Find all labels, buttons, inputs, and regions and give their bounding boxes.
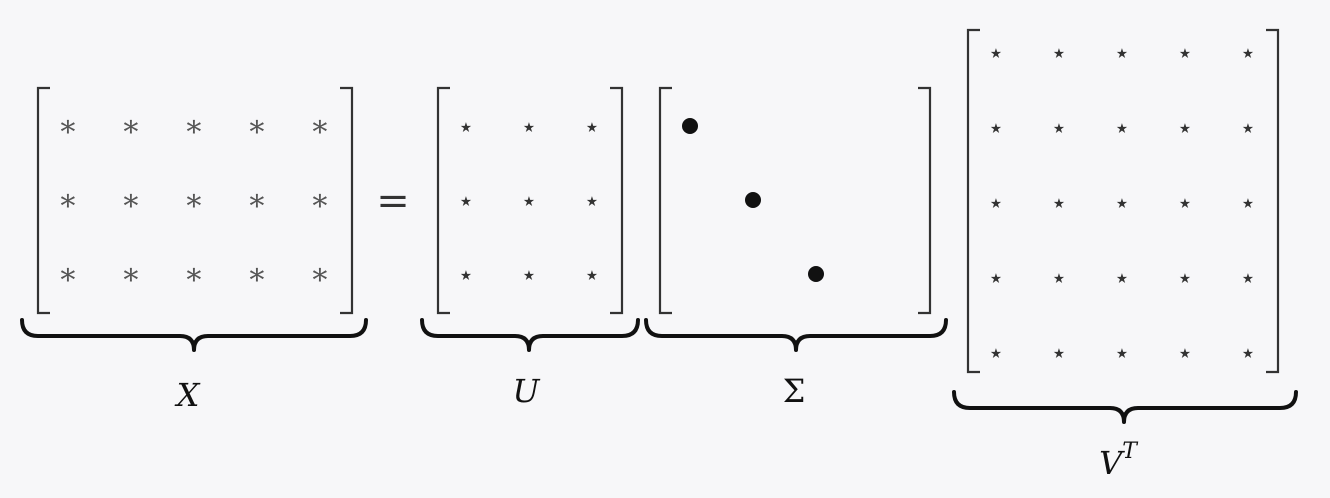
matrix-sigma-cells <box>682 118 824 282</box>
matrix-vt-cells: ⋆ ⋆ ⋆ ⋆ ⋆ ⋆ ⋆ ⋆ ⋆ ⋆ ⋆ ⋆ ⋆ ⋆ ⋆ ⋆ ⋆ ⋆ ⋆ ⋆ ⋆ ⋆ ⋆ ⋆ ⋆ <box>988 38 1257 369</box>
matrix-vt-cell-r0-c2: ⋆ <box>1114 38 1131 69</box>
matrix-sigma-dot-1 <box>745 192 761 208</box>
matrix-vt-label-sup: T <box>1122 439 1139 464</box>
matrix-vt-right-bracket <box>1266 28 1280 374</box>
matrix-u-cell-r2-c1: ⋆ <box>521 260 538 291</box>
matrix-vt-label: VT <box>1099 439 1139 482</box>
matrix-x-cell-r0-c4: ∗ <box>310 109 330 144</box>
matrix-u-cell-r1-c1: ⋆ <box>521 186 538 217</box>
matrix-u-cell-r2-c0: ⋆ <box>458 260 475 291</box>
matrix-vt-cell-r3-c0: ⋆ <box>988 263 1005 294</box>
matrix-u-cell-r1-c2: ⋆ <box>584 186 601 217</box>
matrix-x-label: X <box>174 376 201 414</box>
matrix-vt-cell-r3-c2: ⋆ <box>1114 263 1131 294</box>
matrix-vt-cell-r2-c4: ⋆ <box>1240 188 1257 219</box>
matrix-sigma-underbrace <box>644 318 948 352</box>
matrix-u-cell-r2-c2: ⋆ <box>584 260 601 291</box>
matrix-u-right-bracket <box>610 86 624 315</box>
matrix-x-left-bracket <box>36 86 50 315</box>
matrix-vt-cell-r0-c3: ⋆ <box>1177 38 1194 69</box>
matrix-vt-cell-r2-c0: ⋆ <box>988 188 1005 219</box>
matrix-x-cell-r2-c0: ∗ <box>58 257 78 292</box>
matrix-u-cell-r0-c2: ⋆ <box>584 112 601 143</box>
matrix-vt-cell-r0-c4: ⋆ <box>1240 38 1257 69</box>
matrix-sigma: Σ <box>644 86 948 410</box>
matrix-vt-cell-r1-c2: ⋆ <box>1114 113 1131 144</box>
matrix-u-cells: ⋆ ⋆ ⋆ ⋆ ⋆ ⋆ ⋆ ⋆ ⋆ <box>458 112 601 291</box>
matrix-vt-underbrace <box>952 390 1298 424</box>
matrix-x-cell-r2-c4: ∗ <box>310 257 330 292</box>
matrix-x-cell-r1-c1: ∗ <box>121 183 141 218</box>
matrix-vt-cell-r4-c4: ⋆ <box>1240 338 1257 369</box>
matrix-vt-cell-r2-c3: ⋆ <box>1177 188 1194 219</box>
matrix-x-cell-r2-c1: ∗ <box>121 257 141 292</box>
matrix-sigma-dot-2 <box>808 266 824 282</box>
matrix-vt-cell-r1-c1: ⋆ <box>1051 113 1068 144</box>
matrix-x-cell-r0-c1: ∗ <box>121 109 141 144</box>
matrix-x-cell-r2-c3: ∗ <box>247 257 267 292</box>
matrix-vt-cell-r4-c3: ⋆ <box>1177 338 1194 369</box>
equals-sign: = <box>376 178 410 224</box>
matrix-u-left-bracket <box>436 86 450 315</box>
matrix-vt-left-bracket <box>966 28 980 374</box>
matrix-vt-cell-r4-c0: ⋆ <box>988 338 1005 369</box>
matrix-x-cells: ∗ ∗ ∗ ∗ ∗ ∗ ∗ ∗ ∗ ∗ ∗ ∗ ∗ ∗ ∗ <box>58 109 330 292</box>
matrix-vt-cell-r4-c2: ⋆ <box>1114 338 1131 369</box>
matrix-vt-cell-r2-c2: ⋆ <box>1114 188 1131 219</box>
matrix-u-label: U <box>513 372 541 410</box>
matrix-vt-cell-r0-c0: ⋆ <box>988 38 1005 69</box>
matrix-vt-label-base: V <box>1099 444 1125 482</box>
matrix-x-underbrace <box>20 318 368 352</box>
matrix-vt-cell-r3-c1: ⋆ <box>1051 263 1068 294</box>
matrix-x-cell-r2-c2: ∗ <box>184 257 204 292</box>
matrix-u-cell-r1-c0: ⋆ <box>458 186 475 217</box>
matrix-x-cell-r1-c2: ∗ <box>184 183 204 218</box>
matrix-x-right-bracket <box>340 86 354 315</box>
matrix-sigma-label: Σ <box>783 372 806 410</box>
matrix-u-cell-r0-c0: ⋆ <box>458 112 475 143</box>
matrix-vt-cell-r1-c3: ⋆ <box>1177 113 1194 144</box>
matrix-vt-cell-r1-c0: ⋆ <box>988 113 1005 144</box>
matrix-vt: ⋆ ⋆ ⋆ ⋆ ⋆ ⋆ ⋆ ⋆ ⋆ ⋆ ⋆ ⋆ ⋆ ⋆ ⋆ ⋆ ⋆ ⋆ ⋆ ⋆ ⋆ ⋆ ⋆ ⋆ ⋆ VT <box>952 28 1298 482</box>
matrix-sigma-left-bracket <box>658 86 672 315</box>
matrix-x: ∗ ∗ ∗ ∗ ∗ ∗ ∗ ∗ ∗ ∗ ∗ ∗ ∗ ∗ ∗ X <box>20 86 368 414</box>
matrix-x-cell-r1-c3: ∗ <box>247 183 267 218</box>
matrix-sigma-right-bracket <box>918 86 932 315</box>
matrix-u-cell-r0-c1: ⋆ <box>521 112 538 143</box>
matrix-vt-cell-r4-c1: ⋆ <box>1051 338 1068 369</box>
matrix-x-cell-r1-c0: ∗ <box>58 183 78 218</box>
matrix-vt-cell-r3-c3: ⋆ <box>1177 263 1194 294</box>
matrix-u: ⋆ ⋆ ⋆ ⋆ ⋆ ⋆ ⋆ ⋆ ⋆ U <box>420 86 640 410</box>
matrix-x-cell-r1-c4: ∗ <box>310 183 330 218</box>
matrix-vt-cell-r0-c1: ⋆ <box>1051 38 1068 69</box>
matrix-vt-cell-r1-c4: ⋆ <box>1240 113 1257 144</box>
matrix-x-cell-r0-c3: ∗ <box>247 109 267 144</box>
matrix-u-underbrace <box>420 318 640 352</box>
matrix-sigma-dot-0 <box>682 118 698 134</box>
matrix-x-cell-r0-c2: ∗ <box>184 109 204 144</box>
matrix-x-cell-r0-c0: ∗ <box>58 109 78 144</box>
matrix-vt-cell-r2-c1: ⋆ <box>1051 188 1068 219</box>
matrix-vt-cell-r3-c4: ⋆ <box>1240 263 1257 294</box>
